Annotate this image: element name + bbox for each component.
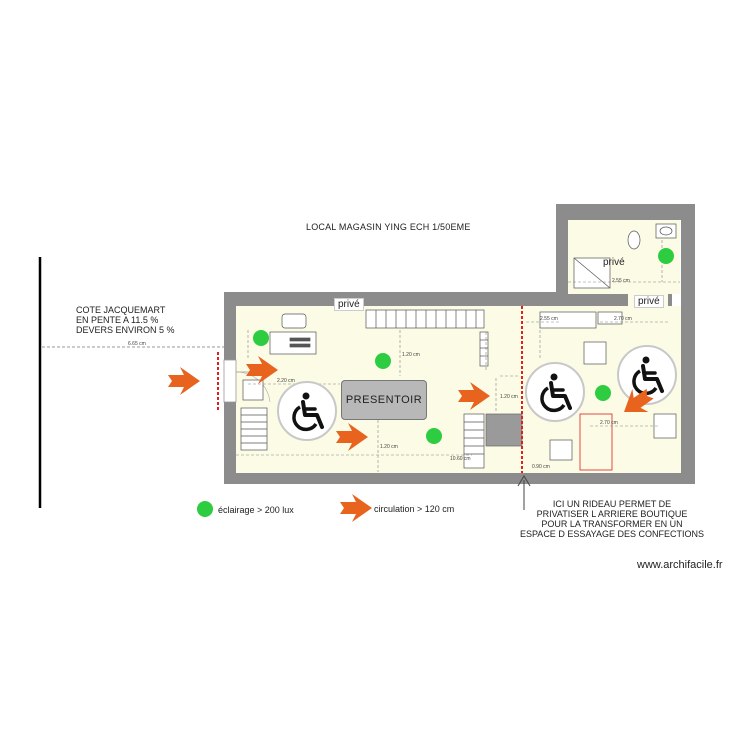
wheelchair-icon: [524, 361, 586, 423]
light-dot-icon: [595, 385, 611, 401]
svg-text:2.55 cm: 2.55 cm: [612, 278, 630, 284]
svg-text:2.70 cm: 2.70 cm: [600, 420, 618, 426]
circulation-arrow-icon: [340, 494, 372, 522]
stair-block: [463, 413, 485, 469]
svg-text:10.60 cm: 10.60 cm: [450, 456, 471, 462]
wheelchair-icon: [616, 344, 678, 406]
legend-lighting-label: éclairage > 200 lux: [218, 505, 294, 515]
svg-text:0.90 cm: 0.90 cm: [532, 464, 550, 470]
fitting-zone: [579, 413, 613, 471]
svg-text:6.65 cm: 6.65 cm: [128, 341, 146, 347]
svg-text:1.20 cm: 1.20 cm: [380, 444, 398, 450]
washroom-wall: [556, 292, 568, 296]
svg-text:2.20 cm: 2.20 cm: [277, 378, 295, 384]
lighting-dots: [197, 248, 674, 517]
curtain-note-line-4: ESPACE D ESSAYAGE DES CONFECTIONS: [519, 529, 705, 539]
light-dot-icon: [375, 353, 391, 369]
presentoir-table: PRESENTOIR: [341, 380, 427, 420]
washroom-fixtures: [573, 223, 677, 289]
svg-text:1.20 cm: 1.20 cm: [500, 394, 518, 400]
prive-label-back: privé: [634, 295, 664, 308]
street-note-line-2: EN PENTE A 11.5 %: [76, 315, 159, 325]
light-dot-icon: [658, 248, 674, 264]
street-note-line-3: DEVERS ENVIRON 5 %: [76, 325, 175, 335]
light-dot-icon: [253, 330, 269, 346]
rack-left: [240, 379, 268, 451]
circulation-arrow-icon: [624, 388, 654, 412]
back-furniture: [539, 311, 677, 461]
shelf-right: [479, 331, 489, 367]
light-dot-icon: [426, 428, 442, 444]
fitting-cabinet: [485, 413, 523, 447]
prive-label-top: privé: [334, 298, 364, 311]
circulation-arrow-icon: [168, 367, 200, 395]
entrance-door: [223, 359, 237, 403]
curtain-note-line-2: PRIVATISER L ARRIERE BOUTIQUE: [536, 509, 688, 519]
street-note-line-1: COTE JACQUEMART: [76, 305, 166, 315]
svg-text:2.55 cm: 2.55 cm: [540, 316, 558, 322]
dimension-texts: 2.20 cm 10.60 cm 1.20 cm 1.20 cm 1.20 cm…: [277, 278, 632, 470]
presentoir-label: PRESENTOIR: [345, 394, 423, 406]
prive-label-washroom: privé: [603, 257, 625, 268]
svg-text:2.70 cm: 2.70 cm: [614, 316, 632, 322]
curtain-note-line-1: ICI UN RIDEAU PERMET DE: [552, 499, 672, 509]
curtain-note-line-3: POUR LA TRANSFORMER EN UN: [541, 519, 683, 529]
shelving-top: [365, 309, 485, 329]
legend-circulation-label: circulation > 120 cm: [374, 504, 455, 514]
wheelchair-icon: [276, 380, 338, 442]
light-dot-icon: [197, 501, 213, 517]
desk: [269, 313, 317, 355]
watermark: www.archifacile.fr: [637, 559, 723, 571]
plan-title: LOCAL MAGASIN YING ECH 1/50EME: [306, 222, 471, 232]
svg-text:1.20 cm: 1.20 cm: [402, 352, 420, 358]
